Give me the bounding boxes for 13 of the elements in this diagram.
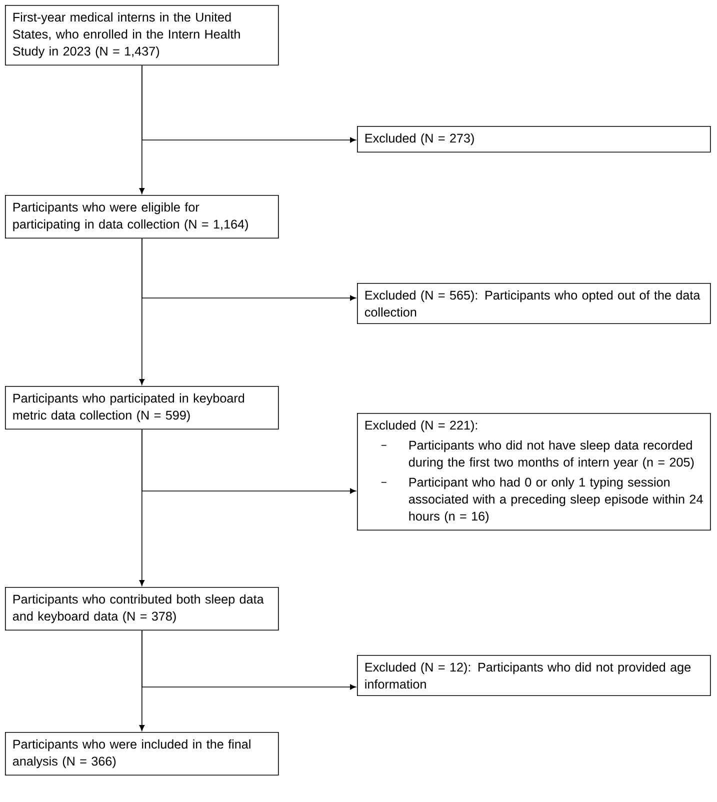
exclusion-box: Excluded (N = 273)	[357, 126, 711, 153]
arrow	[142, 65, 356, 143]
arrow	[142, 238, 356, 301]
arrow	[142, 429, 356, 494]
exclusion-box: Excluded (N = 565): Participants who opted out of the data collection	[357, 283, 711, 324]
exclusion-box: Excluded (N = 221): Participants who did not have sleep data recorded during the first two months of intern year (n = 205) Participant who had 0 or only 1 typing session associated with a preceding sleep episode within 24 hours (n = 16)	[357, 413, 711, 531]
process-box: Participants who participated in keyboard metric data collection (N = 599)	[5, 386, 279, 430]
process-box: First-year medical interns in the United States, who enrolled in the Intern Health Study in 2023 (N = 1,437)	[5, 5, 279, 66]
process-box: Participants who were included in the final analysis (N = 366)	[5, 732, 279, 776]
process-box: Participants who were eligible for participating in data collection (N = 1,164)	[5, 195, 279, 239]
exclusion-box: Excluded (N = 12): Participants who did not provided age information	[357, 655, 711, 696]
process-box: Participants who contributed both sleep data and keyboard data (N = 378)	[5, 587, 279, 631]
arrow	[142, 630, 356, 690]
